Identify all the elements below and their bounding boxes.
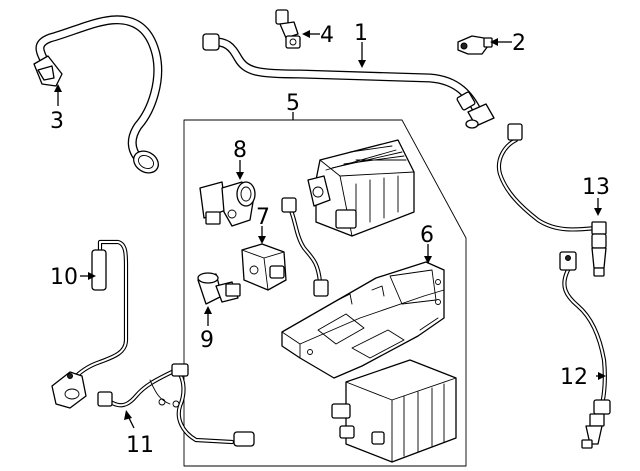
callout-7: 7 xyxy=(256,205,270,230)
callout-8: 8 xyxy=(233,138,247,163)
part-6-bracket[interactable] xyxy=(281,261,445,379)
callout-5: 5 xyxy=(286,91,300,116)
part-9-pressure-sensor[interactable] xyxy=(197,272,241,305)
callout-10: 10 xyxy=(50,265,78,290)
callout-3: 3 xyxy=(50,109,64,134)
vent-tube[interactable] xyxy=(281,197,329,297)
lower-canister[interactable] xyxy=(331,359,457,463)
callout-13: 13 xyxy=(582,175,610,200)
evap-canister[interactable] xyxy=(307,139,415,237)
part-13-o2-sensor[interactable] xyxy=(496,123,607,277)
part-12-o2-sensor[interactable] xyxy=(559,251,611,449)
part-4-valve[interactable] xyxy=(275,9,301,49)
callout-6: 6 xyxy=(420,223,434,248)
part-11-harness[interactable] xyxy=(97,363,255,447)
part-7-vent-solenoid[interactable] xyxy=(241,243,287,291)
callout-11: 11 xyxy=(126,433,154,458)
part-10-bent-tube[interactable] xyxy=(51,239,129,409)
callout-leaders xyxy=(54,30,606,429)
part-3-curved-hose[interactable] xyxy=(33,15,163,177)
part-2-connector[interactable] xyxy=(457,35,493,55)
part-8-purge-valve[interactable] xyxy=(199,181,256,227)
callout-1: 1 xyxy=(354,21,368,46)
part-1-vapor-hose[interactable] xyxy=(202,33,495,129)
callout-4: 4 xyxy=(320,23,334,48)
callout-12: 12 xyxy=(560,365,588,390)
callout-9: 9 xyxy=(200,328,214,353)
callout-2: 2 xyxy=(512,31,526,56)
part-5-canister-group-frame xyxy=(183,119,467,467)
